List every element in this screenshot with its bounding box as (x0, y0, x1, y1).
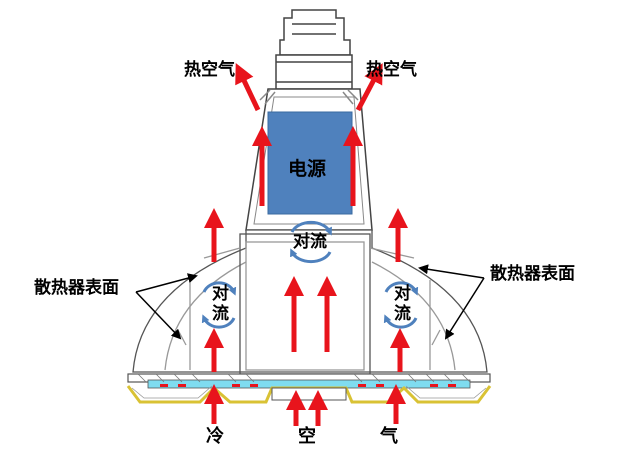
hot-air-label-right: 热空气 (366, 60, 417, 80)
convection-center-label: 对流 (293, 232, 327, 252)
heatsink-pointers (135, 264, 485, 340)
hot-air-label-left: 热空气 (184, 60, 235, 80)
convection-left-label-2: 流 (212, 304, 229, 324)
plug-base (275, 9, 353, 90)
base-plate (126, 373, 492, 404)
heatsink-surface-label-left: 散热器表面 (34, 278, 119, 298)
convection-right-label-2: 流 (394, 304, 411, 324)
power-supply-label: 电源 (288, 158, 327, 180)
power-supply-box (267, 111, 353, 215)
airflow-arrows (204, 62, 410, 426)
convection-right (383, 281, 419, 329)
cold-air-label-1: 冷 (206, 426, 224, 447)
heatsink-surface-label-right: 散热器表面 (490, 264, 575, 284)
cold-air-label-2: 空 (298, 426, 316, 447)
arrow-hot-left (235, 62, 261, 112)
convection-left (201, 281, 237, 329)
cold-air-label-3: 气 (380, 426, 398, 447)
convection-center (290, 220, 332, 264)
convection-right-label-1: 对 (394, 284, 411, 304)
convection-left-label-1: 对 (212, 284, 229, 304)
arrow-hot-right (355, 63, 383, 112)
